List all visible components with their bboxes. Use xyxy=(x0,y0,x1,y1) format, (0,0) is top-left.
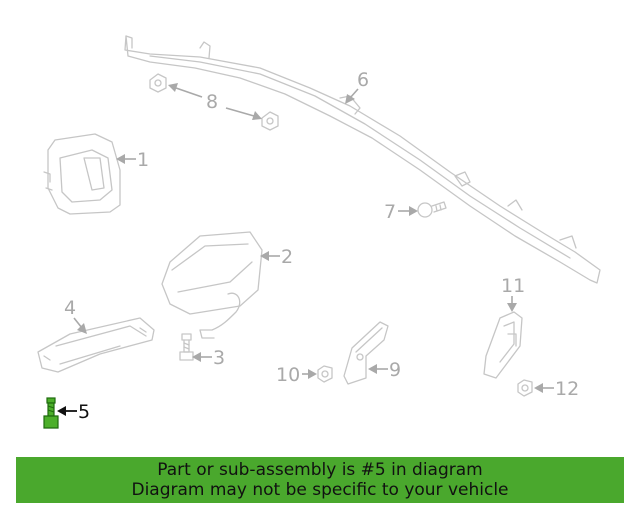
callout-3-label: 3 xyxy=(213,347,225,369)
callout-9-label: 9 xyxy=(389,359,401,381)
clip-fastener-part xyxy=(149,73,279,131)
nut-part-10 xyxy=(317,365,333,383)
callout-8-label: 8 xyxy=(206,91,218,113)
callout-12: 12 xyxy=(534,378,579,400)
callout-3: 3 xyxy=(192,347,225,369)
callout-1: 1 xyxy=(116,149,149,171)
callout-10-label: 10 xyxy=(276,364,300,386)
callout-2-label: 2 xyxy=(281,246,293,268)
callout-11-label: 11 xyxy=(501,275,525,297)
callout-7: 7 xyxy=(384,201,418,223)
callout-5-highlighted: 5 xyxy=(57,401,90,423)
banner-line-part: Part or sub-assembly is #5 in diagram xyxy=(157,460,483,480)
part-info-banner: Part or sub-assembly is #5 in diagram Di… xyxy=(16,457,624,503)
nut-part-12 xyxy=(517,379,533,397)
banner-line-disclaimer: Diagram may not be specific to your vehi… xyxy=(131,480,509,500)
bolt-part-5-highlighted xyxy=(43,397,59,429)
bolt-part-3 xyxy=(179,333,194,361)
callout-4-label: 4 xyxy=(64,297,76,319)
sensor-part-11 xyxy=(483,311,523,379)
callout-6-label: 6 xyxy=(357,69,369,91)
parts-diagram: 1 2 3 4 6 7 8 9 10 1 xyxy=(37,35,601,429)
callout-8: 8 xyxy=(168,83,262,120)
callout-4: 4 xyxy=(64,297,87,334)
curtain-airbag-part xyxy=(124,35,601,284)
callout-2: 2 xyxy=(260,246,293,268)
callout-5-label: 5 xyxy=(78,401,90,423)
callout-9: 9 xyxy=(368,359,401,381)
screw-part-7 xyxy=(417,201,447,218)
callout-11: 11 xyxy=(501,275,525,312)
knee-airbag-part xyxy=(37,317,155,373)
passenger-airbag-part xyxy=(161,231,263,339)
callout-1-label: 1 xyxy=(137,149,149,171)
callout-6: 6 xyxy=(345,69,369,104)
callout-7-label: 7 xyxy=(384,201,396,223)
driver-airbag-module-part xyxy=(43,133,121,215)
callout-10: 10 xyxy=(276,364,317,386)
bracket-part-9 xyxy=(343,321,389,385)
callout-12-label: 12 xyxy=(555,378,579,400)
